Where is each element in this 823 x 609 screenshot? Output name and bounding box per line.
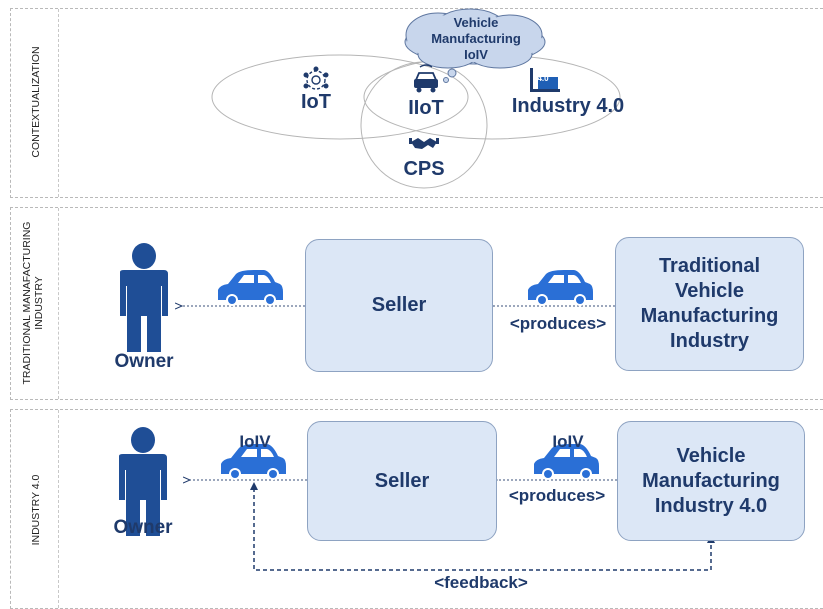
factory-icon bbox=[530, 68, 560, 92]
feedback-label: <feedback> bbox=[434, 573, 528, 592]
iot-icon bbox=[303, 66, 329, 90]
panel-divider bbox=[58, 410, 59, 608]
manufacturer-label: Traditional Vehicle Manufacturing Indust… bbox=[640, 255, 779, 352]
iot-ellipse bbox=[211, 54, 469, 140]
panel-divider bbox=[58, 9, 59, 197]
produces-label: <produces> bbox=[509, 314, 607, 333]
cps-label: CPS bbox=[403, 158, 445, 180]
traditional-panel bbox=[10, 207, 823, 400]
manufacturer-box[interactable]: Vehicle Manufacturing Industry 4.0 bbox=[617, 421, 805, 541]
owner-person-icon bbox=[120, 243, 168, 352]
connected-car-icon bbox=[414, 64, 438, 93]
iolv-label-left: IoIV bbox=[239, 432, 271, 451]
industry40-graphics bbox=[119, 427, 715, 571]
car-icon bbox=[528, 270, 593, 306]
industry40-label: Industry 4.0 bbox=[511, 95, 625, 117]
contextualization-panel bbox=[10, 8, 823, 198]
venn-diagram: 4.0 bbox=[211, 8, 621, 189]
cloud-label-line1: Vehicle bbox=[453, 15, 499, 30]
owner-label: Owner bbox=[113, 517, 173, 538]
iot-label: IoT bbox=[301, 91, 331, 113]
feedback-arrow bbox=[253, 488, 712, 571]
feedback-arrowhead-left bbox=[250, 482, 258, 490]
iolv-label-right: IoIV bbox=[552, 432, 584, 451]
cloud-label-line2: Manufacturing bbox=[431, 31, 521, 46]
seller-label: Seller bbox=[371, 294, 427, 316]
produces-label: <produces> bbox=[508, 486, 606, 505]
handshake-icon bbox=[409, 138, 439, 149]
panel-divider bbox=[58, 208, 59, 399]
cloud-label-line3: IoIV bbox=[464, 47, 488, 62]
car-icon bbox=[218, 270, 283, 306]
seller-box[interactable]: Seller bbox=[307, 421, 497, 541]
manufacturer-box[interactable]: Traditional Vehicle Manufacturing Indust… bbox=[615, 237, 804, 371]
iiot-label: IIoT bbox=[408, 97, 444, 119]
owner-label: Owner bbox=[114, 351, 174, 372]
industry40-badge: 4.0 bbox=[537, 74, 549, 83]
seller-box[interactable]: Seller bbox=[305, 239, 493, 372]
seller-label: Seller bbox=[374, 469, 430, 492]
manufacturer-label: Vehicle Manufacturing Industry 4.0 bbox=[642, 444, 780, 517]
traditional-graphics bbox=[120, 243, 615, 352]
